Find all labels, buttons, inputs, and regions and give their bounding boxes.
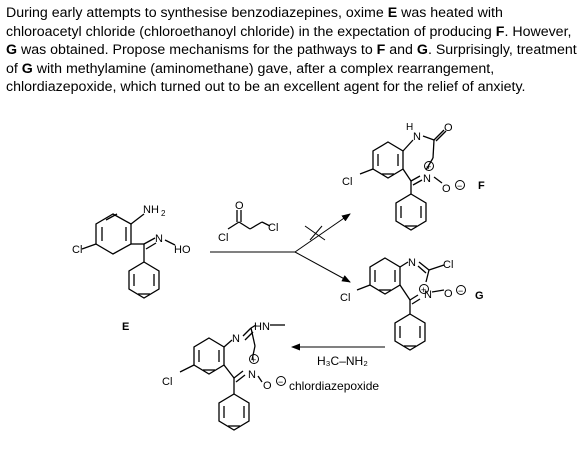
atom-label: N bbox=[248, 369, 256, 381]
negative-charge: − bbox=[457, 181, 462, 191]
atom-label: Cl bbox=[72, 244, 82, 256]
label-chlordiazepoxide: chlordiazepoxide bbox=[289, 379, 379, 393]
positive-charge: + bbox=[426, 162, 431, 172]
atom-label: O bbox=[235, 200, 244, 212]
atom-label: N bbox=[232, 333, 240, 345]
compound-ref-e: E bbox=[387, 5, 398, 21]
compound-ref-g: G bbox=[416, 42, 428, 59]
atom-label: N bbox=[424, 289, 432, 301]
atom-label: O bbox=[444, 122, 453, 134]
chlordiazepoxide-structure bbox=[179, 324, 286, 431]
question-fragment: and bbox=[385, 42, 417, 59]
question-fragment: was obtained. Propose mechanisms for the… bbox=[17, 42, 377, 59]
atom-label: HN bbox=[254, 321, 270, 333]
atom-label: O bbox=[444, 288, 453, 300]
atom-label: Cl bbox=[342, 176, 352, 188]
compound-g-structure bbox=[356, 257, 466, 351]
atom-label: O bbox=[263, 380, 272, 392]
blocked-pathway-cross bbox=[304, 225, 326, 241]
question-fragment: During early attempts to synthesise benz… bbox=[6, 5, 388, 21]
atom-label: N bbox=[408, 257, 416, 269]
compound-f-structure bbox=[359, 129, 465, 231]
compound-ref-g: G bbox=[6, 42, 18, 59]
compound-ref-f: F bbox=[495, 23, 505, 40]
question-fragment: . However, bbox=[504, 23, 572, 40]
question-text: During early attempts to synthesise benz… bbox=[6, 4, 580, 97]
atom-label: Cl bbox=[218, 232, 228, 244]
atom-label: Cl bbox=[268, 222, 278, 234]
atom-label: NH bbox=[143, 204, 159, 216]
compound-label-g: G bbox=[475, 290, 484, 302]
atom-label: O bbox=[442, 183, 451, 195]
question-fragment: with methylamine (aminomethane) gave, af… bbox=[6, 60, 526, 96]
question-fragment: was heated with chloroacetyl chloride (c… bbox=[6, 5, 503, 40]
reaction-arrows bbox=[210, 213, 385, 351]
compound-label-f: F bbox=[478, 180, 485, 192]
compound-label-e: E bbox=[122, 321, 129, 333]
compound-e-structure bbox=[81, 213, 176, 299]
question-fragment: . Surprisingly, treatment of bbox=[6, 42, 577, 77]
atom-label: Cl bbox=[162, 376, 172, 388]
compound-ref-g: G bbox=[21, 60, 33, 77]
reagent-methylamine: H₃C–NH₂ bbox=[317, 354, 368, 368]
atom-label: Cl bbox=[340, 292, 350, 304]
blocked-pathway-cross bbox=[309, 225, 323, 241]
atom-label: H bbox=[406, 122, 413, 133]
atom-label: Cl bbox=[443, 259, 453, 271]
atom-label: N bbox=[413, 131, 421, 143]
compound-ref-f: F bbox=[376, 42, 386, 59]
atom-label: N bbox=[423, 173, 431, 185]
atom-label: N bbox=[155, 233, 163, 245]
positive-charge: + bbox=[421, 285, 426, 295]
negative-charge: − bbox=[278, 377, 283, 387]
chloroacetyl-chloride-structure bbox=[227, 210, 271, 230]
atom-subscript: 2 bbox=[161, 209, 166, 218]
positive-charge: + bbox=[251, 355, 256, 365]
negative-charge: − bbox=[458, 286, 463, 296]
atom-label: HO bbox=[174, 244, 191, 256]
